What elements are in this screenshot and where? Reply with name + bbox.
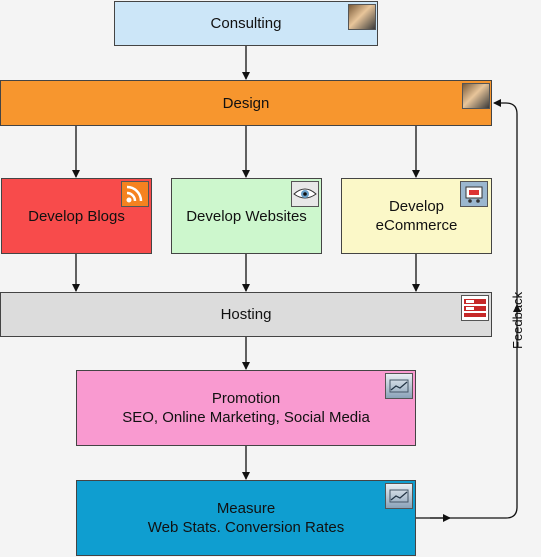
design-box: Design: [0, 80, 492, 126]
promotion-line1: Promotion: [212, 389, 280, 408]
hosting-label: Hosting: [221, 305, 272, 324]
handshake-icon: [462, 83, 490, 109]
rss-icon: [121, 181, 149, 207]
develop-blogs-label: Develop Blogs: [28, 207, 125, 226]
feedback-label: Feedback: [509, 305, 527, 349]
hosting-box: Hosting: [0, 292, 492, 337]
develop-websites-label: Develop Websites: [186, 207, 307, 226]
consulting-label: Consulting: [211, 14, 282, 33]
measure-line1: Measure: [217, 499, 275, 518]
develop-ecommerce-line2: eCommerce: [376, 216, 458, 235]
chart-icon: [385, 483, 413, 509]
eye-icon: [291, 181, 319, 207]
promotion-box: Promotion SEO, Online Marketing, Social …: [76, 370, 416, 446]
develop-ecommerce-line1: Develop: [389, 197, 444, 216]
handshake-icon: [348, 4, 376, 30]
measure-box: Measure Web Stats. Conversion Rates: [76, 480, 416, 556]
design-label: Design: [223, 94, 270, 113]
measure-line2: Web Stats. Conversion Rates: [148, 518, 344, 537]
server-icon: [461, 295, 489, 321]
promotion-line2: SEO, Online Marketing, Social Media: [122, 408, 370, 427]
chart-icon: [385, 373, 413, 399]
consulting-box: Consulting: [114, 1, 378, 46]
shopping-cart-icon: [460, 181, 488, 207]
